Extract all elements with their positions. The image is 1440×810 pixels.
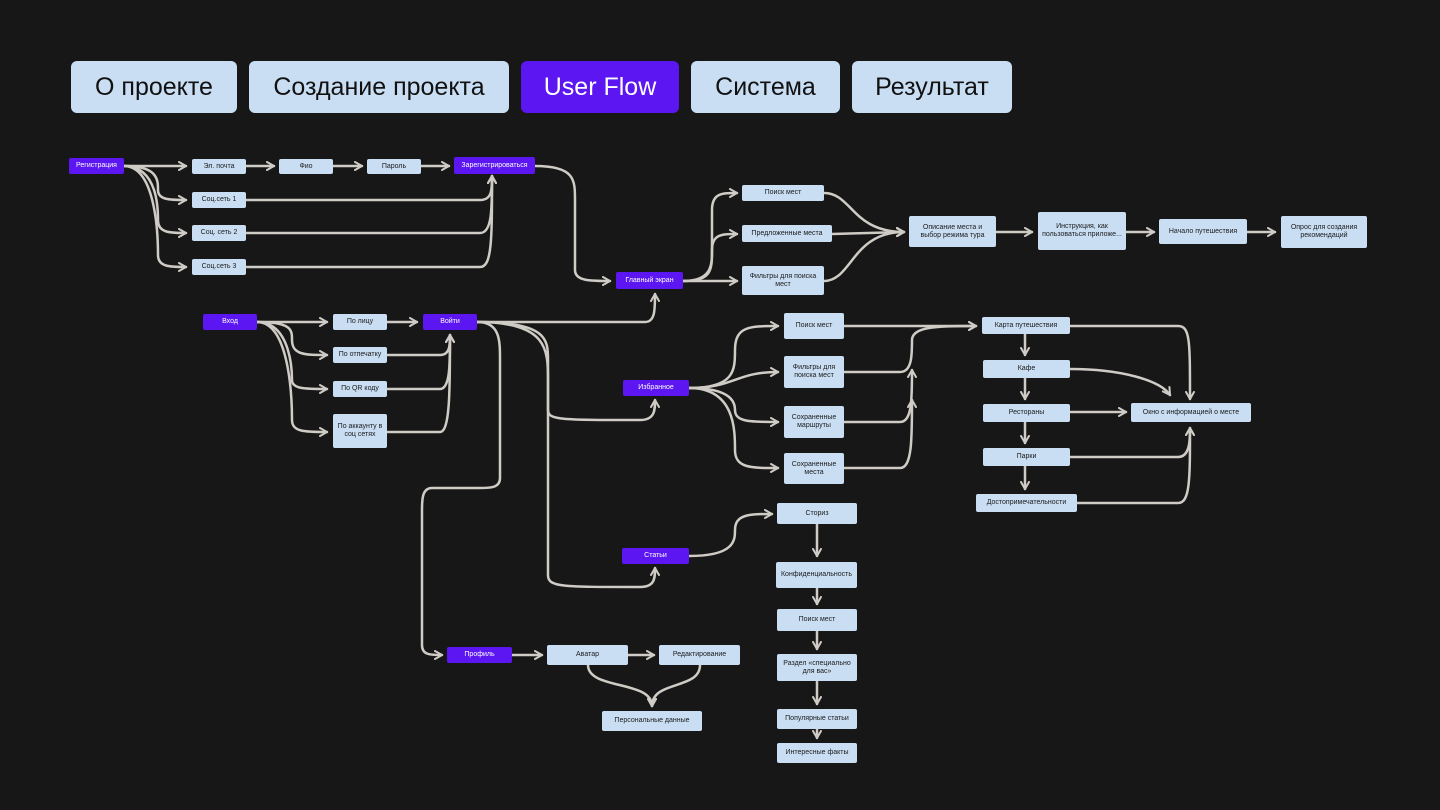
node-parks: Парки [983, 448, 1070, 466]
node-email: Эл. почта [192, 159, 246, 174]
tab-about[interactable]: О проекте [71, 61, 237, 113]
node-password: Пароль [367, 159, 421, 174]
node-place-description: Описание места и выбор режима тура [909, 216, 996, 247]
node-place-info: Окно с информацией о месте [1131, 403, 1251, 422]
tab-user-flow[interactable]: User Flow [521, 61, 679, 113]
node-register: Зарегистрироваться [454, 157, 535, 174]
tab-result[interactable]: Результат [852, 61, 1012, 113]
node-instruction: Инструкция, как пользоваться приложе... [1038, 212, 1126, 250]
tab-system[interactable]: Система [691, 61, 840, 113]
node-restaurants: Рестораны [983, 404, 1070, 422]
node-by-qr: По QR коду [333, 381, 387, 397]
node-by-fingerprint: По отпечатку [333, 347, 387, 363]
node-for-you: Раздел «специально для вас» [777, 654, 857, 681]
node-saved-places: Сохраненные места [784, 453, 844, 484]
node-social2: Соц. сеть 2 [192, 225, 246, 241]
node-sights: Достопримечательности [976, 494, 1077, 512]
node-stories: Сториз [777, 503, 857, 524]
node-personal-data: Персональные данные [602, 711, 702, 731]
node-art-search: Поиск мест [777, 609, 857, 631]
node-fio: Фио [279, 159, 333, 174]
node-start-travel: Начало путешествия [1159, 219, 1247, 244]
node-suggested-places: Предложенные места [742, 225, 832, 242]
node-profile: Профиль [447, 647, 512, 663]
node-survey: Опрос для создания рекомендаций [1281, 216, 1367, 248]
node-search-places: Поиск мест [742, 185, 824, 201]
node-social3: Соц.сеть 3 [192, 259, 246, 275]
node-fav-search: Поиск мест [784, 313, 844, 339]
node-login: Вход [203, 314, 257, 330]
node-privacy: Конфиденциальность [776, 562, 857, 588]
node-by-face: По лицу [333, 314, 387, 330]
node-main-screen: Главный экран [616, 272, 683, 289]
node-cafe: Кафе [983, 360, 1070, 378]
node-popular: Популярные статьи [777, 709, 857, 729]
node-articles: Статьи [622, 548, 689, 564]
node-saved-routes: Сохраненные маршруты [784, 406, 844, 438]
node-fav-filters: Фильтры для поиска мест [784, 356, 844, 388]
node-travel-map: Карта путешествия [982, 317, 1070, 334]
node-registration: Регистрация [69, 158, 124, 174]
node-by-social: По аккаунту в соц сетях [333, 414, 387, 448]
node-favorites: Избранное [623, 380, 689, 396]
tab-project-creation[interactable]: Создание проекта [249, 61, 509, 113]
node-filters: Фильтры для поиска мест [742, 266, 824, 295]
node-editing: Редактирование [659, 645, 740, 665]
node-facts: Интересные факты [777, 743, 857, 763]
node-social1: Соц.сеть 1 [192, 192, 246, 208]
node-enter: Войти [423, 314, 477, 330]
node-avatar: Аватар [547, 645, 628, 665]
